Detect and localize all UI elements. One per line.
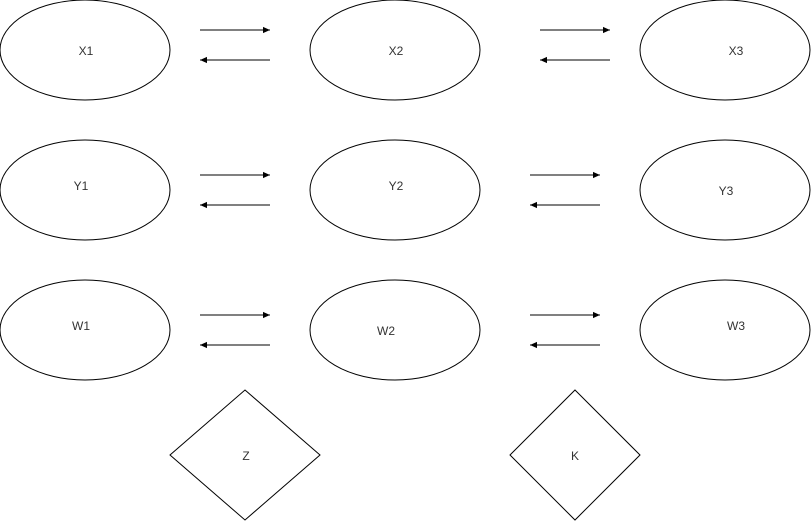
node-x3-label: X3 xyxy=(729,44,744,58)
node-y1-label: Y1 xyxy=(74,179,89,193)
node-z-label: Z xyxy=(242,449,249,463)
node-y1[interactable]: Y1 xyxy=(0,139,171,241)
node-k[interactable]: K xyxy=(509,389,641,521)
node-y2[interactable]: Y2 xyxy=(309,139,481,241)
node-y2-label: Y2 xyxy=(389,179,404,193)
node-x2[interactable]: X2 xyxy=(309,0,481,101)
node-x2-label: X2 xyxy=(389,44,404,58)
node-y3[interactable]: Y3 xyxy=(639,139,811,241)
node-w1[interactable]: W1 xyxy=(0,279,171,381)
node-w3[interactable]: W3 xyxy=(639,279,811,381)
node-w1-label: W1 xyxy=(72,319,90,333)
node-k-label: K xyxy=(571,449,579,463)
node-x1[interactable]: X1 xyxy=(0,0,171,101)
node-w2[interactable]: W2 xyxy=(309,279,481,381)
node-y3-label: Y3 xyxy=(719,184,734,198)
node-x3[interactable]: X3 xyxy=(639,0,811,101)
node-x1-label: X1 xyxy=(79,44,94,58)
node-w2-label: W2 xyxy=(377,324,395,338)
node-z[interactable]: Z xyxy=(169,389,321,521)
node-w3-label: W3 xyxy=(727,319,745,333)
